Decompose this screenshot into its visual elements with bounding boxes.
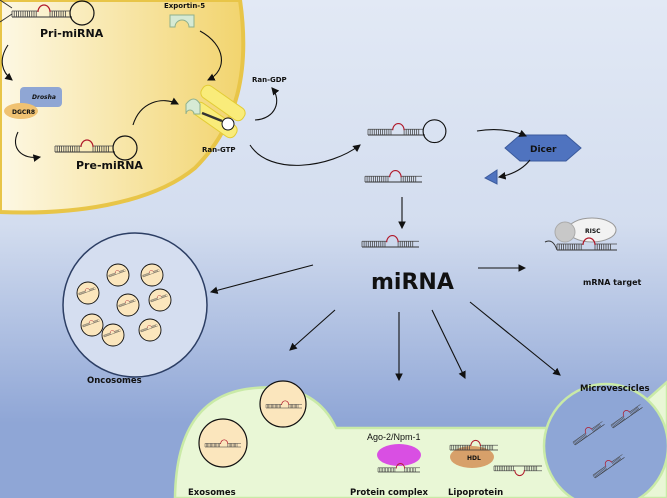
pri-mirna-flanks	[0, 0, 13, 23]
label-ago2-npm1: Ago-2/Npm-1	[367, 432, 421, 442]
label-drosha: Drosha	[32, 94, 56, 101]
label-ran-gtp: Ran-GTP	[202, 146, 236, 154]
label-pre-mirna: Pre-miRNA	[76, 159, 143, 172]
oncosome-vesicle	[101, 323, 125, 347]
process-arrow	[497, 159, 531, 180]
label-dgcr8: DGCR8	[12, 109, 35, 116]
oncosome-mirna	[118, 299, 136, 308]
ran-gtp-complex	[185, 84, 246, 139]
risc-complex	[554, 217, 617, 243]
oncosome-mirna	[78, 287, 96, 296]
cytoplasmic-pre-mirna	[367, 119, 447, 144]
process-arrow	[431, 309, 466, 379]
oncosome-mirna	[142, 269, 160, 278]
mrna-strand	[544, 240, 558, 251]
process-arrow	[14, 131, 42, 162]
process-arrow	[249, 144, 361, 166]
label-dicer: Dicer	[530, 145, 557, 155]
exportin-5-protein	[169, 14, 195, 28]
exosome-vesicle	[259, 380, 307, 428]
process-arrow	[469, 301, 561, 376]
pri-mirna	[11, 0, 95, 26]
label-microvesicles: Microvescicles	[580, 384, 650, 394]
oncosome-mirna	[103, 329, 121, 338]
oncosome-vesicle	[116, 293, 140, 317]
label-risc: RISC	[585, 228, 601, 235]
ago2-npm1-protein	[377, 444, 421, 466]
label-protein-complex: Protein complex	[350, 488, 429, 498]
label-oncosomes: Oncosomes	[87, 376, 142, 386]
microvesicle-mirna	[610, 404, 643, 429]
nucleus	[0, 0, 246, 215]
label-exportin-5: Exportin-5	[164, 2, 205, 10]
protein-bound-mirna	[377, 463, 420, 473]
process-arrow	[289, 309, 336, 351]
oncosome-mirna	[82, 319, 100, 328]
oncosome-vesicle	[148, 288, 172, 312]
process-arrow	[132, 97, 179, 126]
hdl-particle	[450, 446, 494, 468]
label-mirna: miRNA	[371, 270, 454, 295]
mature-mirna	[361, 235, 420, 248]
label-exosomes: Exosomes	[188, 488, 236, 498]
process-arrow	[1, 44, 13, 81]
process-arrow	[476, 129, 528, 137]
lipoprotein-mirna	[493, 465, 543, 476]
oncosome-mirna	[140, 324, 158, 333]
exosome-mirna	[265, 400, 303, 409]
exosome-vesicle	[198, 418, 248, 468]
label-mrna-target: mRNA target	[583, 278, 641, 287]
label-hdl: HDL	[467, 455, 481, 462]
arrows	[1, 30, 561, 382]
pre-mirna	[54, 135, 138, 161]
rna-molecules	[0, 0, 643, 479]
oncosome-mirna	[150, 294, 168, 303]
oncosome-vesicle	[140, 263, 164, 287]
process-arrow	[254, 87, 280, 121]
label-ran-gdp: Ran-GDP	[252, 76, 287, 84]
process-arrow	[209, 264, 314, 295]
oncosome-mirna	[108, 269, 126, 278]
drosha-protein	[20, 87, 62, 107]
microvesicle	[542, 382, 667, 498]
microvesicle-mirna	[592, 454, 625, 479]
dicer-product-duplex	[364, 170, 423, 183]
lipoprotein-mirna	[449, 440, 499, 451]
exosome-mirna	[204, 439, 242, 448]
process-arrow	[199, 30, 222, 81]
dicer-fragment-icon	[484, 169, 498, 185]
dgcr8-protein	[4, 103, 38, 119]
oncosome-vesicle	[76, 281, 100, 305]
oncosome-vesicle	[80, 313, 104, 337]
mrna-target-duplex	[556, 237, 617, 251]
label-pri-mirna: Pri-miRNA	[40, 27, 104, 40]
oncosome-vesicle	[106, 263, 130, 287]
microvesicle-mirna	[572, 421, 605, 446]
oncosome-vesicle	[138, 318, 162, 342]
oncosome-vesicles	[76, 263, 172, 347]
label-lipoprotein: Lipoprotein	[448, 488, 503, 498]
